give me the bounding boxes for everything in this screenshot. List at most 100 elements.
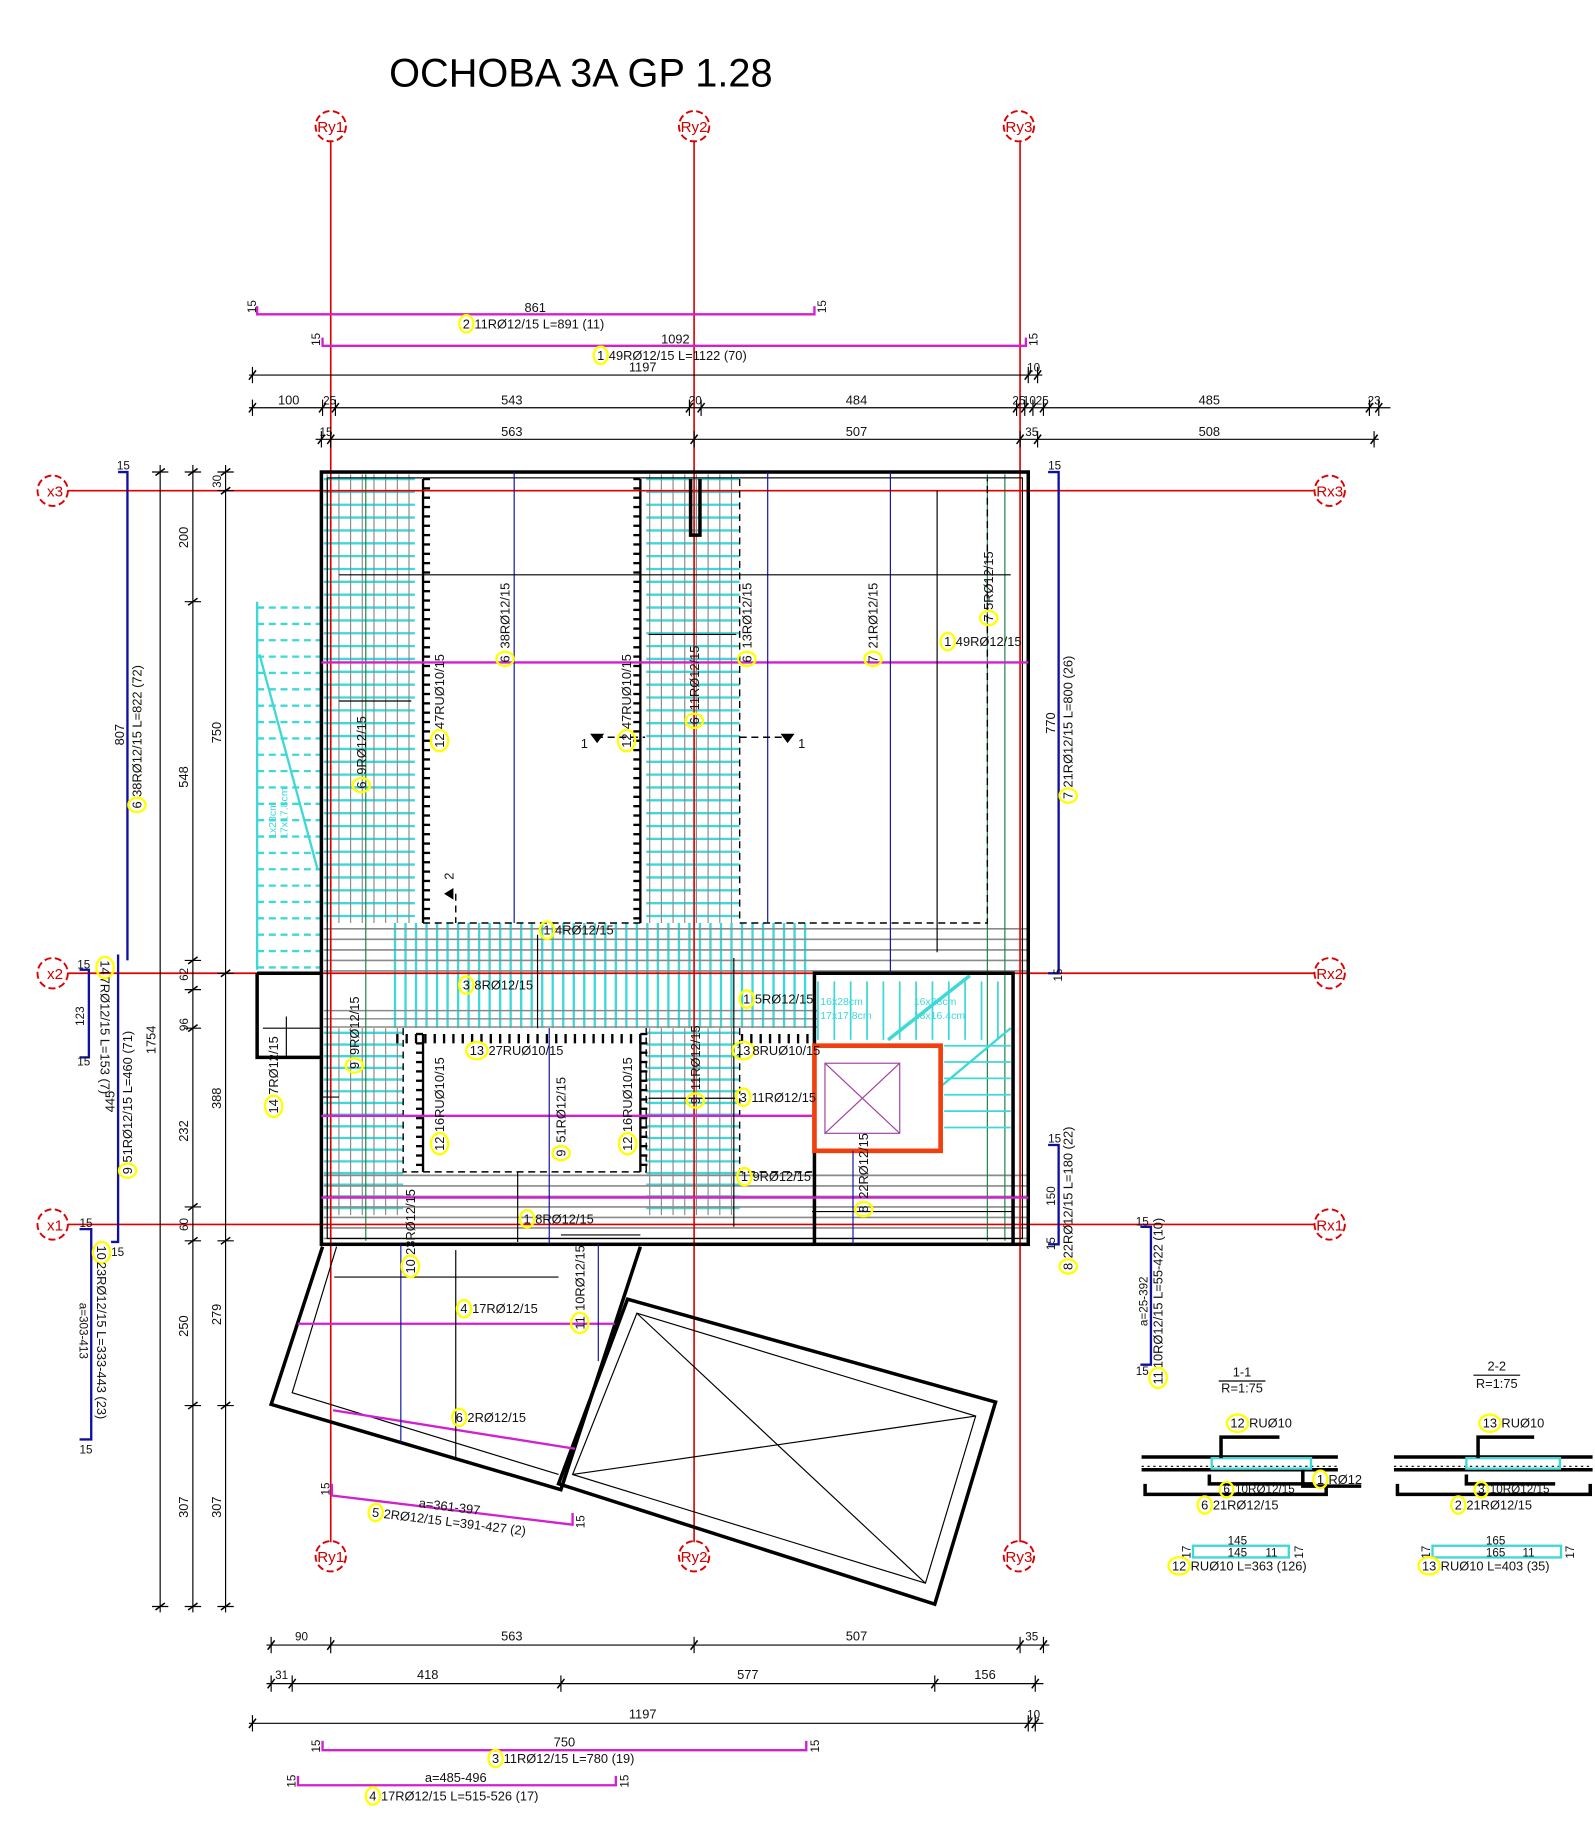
mark-circle <box>344 1057 365 1074</box>
mark-circle <box>1473 1480 1490 1499</box>
bar-mark-number: 7 <box>981 614 996 621</box>
dimension-tick <box>248 402 257 413</box>
dimension-value: 30 <box>211 474 224 487</box>
reinforcement-mesh <box>255 474 1029 1241</box>
bar-description: 51RØ12/15 L=460 (71) <box>120 1031 135 1163</box>
elevator-cabin <box>824 1062 901 1134</box>
mark-circle <box>1225 1413 1250 1434</box>
bar-14-shape <box>79 968 91 1059</box>
mark-circle <box>1148 1366 1168 1390</box>
bar-mark-number: 7 <box>1061 792 1076 799</box>
side-bar-leader <box>1301 1469 1362 1488</box>
bar-mark-number: 9 <box>120 1167 135 1174</box>
bar-description: 9RØ12/15 <box>354 716 369 775</box>
mark-circle <box>127 796 147 814</box>
mark-circle <box>1167 1555 1191 1576</box>
stair-note: 17x17.8cm <box>279 787 291 839</box>
bar-mark-number: 3 <box>1478 1483 1485 1496</box>
bar-description: RØ12 <box>1329 1472 1363 1487</box>
stirrup-leader <box>1219 1435 1280 1459</box>
mark-circle <box>551 1144 571 1162</box>
bar-mark-number: 1 <box>524 1211 531 1226</box>
bottom-bar-schedule: 90 563 507 35 31 418 577 156 1197 10 750… <box>248 1628 1050 1806</box>
mark-circle <box>518 1208 536 1229</box>
dimension-value: 11 <box>1522 1546 1534 1559</box>
dimension-tick <box>1028 402 1038 413</box>
hook-length: 15 <box>809 1740 822 1753</box>
bar-mark-number: 9 <box>347 1062 362 1069</box>
drawing-title: OCHOBA 3A GP 1.28 <box>389 51 772 95</box>
axis-bubble <box>36 957 69 990</box>
bar-description: 49RØ12/15 L=1122 (70) <box>609 348 747 363</box>
bar-mark-number: 6 <box>456 1410 463 1425</box>
bar-mark-number: 9 <box>554 1150 569 1157</box>
bar-mark-number: 1 <box>944 634 951 649</box>
bar-description: 8RUØ10/15 <box>753 1043 821 1058</box>
bar-mark-number: 6 <box>1223 1483 1230 1496</box>
dimension-tick <box>220 1401 231 1410</box>
dimension-tick <box>220 1236 231 1245</box>
bar-mark-number: 13 <box>1422 1558 1436 1573</box>
dimension-value: 1754 <box>143 1026 158 1055</box>
axis-bubble <box>1002 1540 1036 1573</box>
bar-description: RUØ10 <box>1501 1416 1544 1431</box>
bar-description: 22RØ12/15 <box>856 1133 871 1199</box>
hook-length: 15 <box>117 460 130 473</box>
dimension-value: 507 <box>846 1628 867 1643</box>
bar-description: 23RØ12/15 L=333-443 (23) <box>94 1262 109 1419</box>
bar-mark-number: 3 <box>463 978 470 993</box>
axis-label-ry1: Ry1 <box>317 119 344 136</box>
bar-description: 5RØ12/15 <box>755 992 814 1007</box>
axis-label-ry2: Ry2 <box>681 119 708 136</box>
dimension-tick <box>187 1024 198 1033</box>
mark-circle <box>351 776 372 794</box>
dimension-value: 307 <box>209 1496 224 1517</box>
mark-circle <box>364 1786 382 1806</box>
dimension-tick <box>1024 1718 1033 1729</box>
dimension-value: 17 <box>1293 1546 1306 1559</box>
elevator-cross <box>824 1062 901 1134</box>
bar-mark-number: 6 <box>354 781 369 788</box>
hook-length: 15 <box>310 333 323 346</box>
stair-flight <box>258 653 320 871</box>
hook-length: 15 <box>1052 968 1065 981</box>
bar-description: 8RØ12/15 <box>535 1211 594 1226</box>
axis-label-rx3-left: x3 <box>47 484 63 501</box>
bar-10-shape <box>79 1227 93 1441</box>
bar-mark-number: 1 <box>743 992 750 1007</box>
mark-circle <box>458 313 475 334</box>
dimension-tick <box>689 434 699 445</box>
mark-circle <box>455 1298 473 1319</box>
mark-circle <box>731 1040 756 1061</box>
hook-length: 15 <box>1048 460 1061 473</box>
axis-label-ry3-bottom: Ry3 <box>1005 1549 1032 1566</box>
dimension-value: 17 <box>1181 1546 1194 1559</box>
axis-label-rx1: Rx1 <box>1316 1217 1343 1234</box>
mark-circle <box>95 955 115 980</box>
dimension-value: 11 <box>1265 1546 1277 1559</box>
dimension-value: 25 <box>1012 394 1025 407</box>
dimension-value: 156 <box>974 1667 995 1682</box>
bar-description: 21RØ12/15 L=800 (26) <box>1061 656 1076 788</box>
canopy-diagonals <box>572 1312 976 1584</box>
hook-length: 15 <box>1136 1216 1149 1229</box>
bar-description: 17RØ12/15 L=515-526 (17) <box>381 1788 538 1803</box>
hook-length: 15 <box>320 1483 333 1496</box>
dimension-value: 165 <box>1486 1535 1505 1548</box>
stair-note: 17x17.8cm <box>820 1010 872 1022</box>
canopy-outline <box>556 1297 998 1607</box>
dimension-value: 485 <box>1199 392 1220 407</box>
dimension-value: 548 <box>176 766 191 787</box>
